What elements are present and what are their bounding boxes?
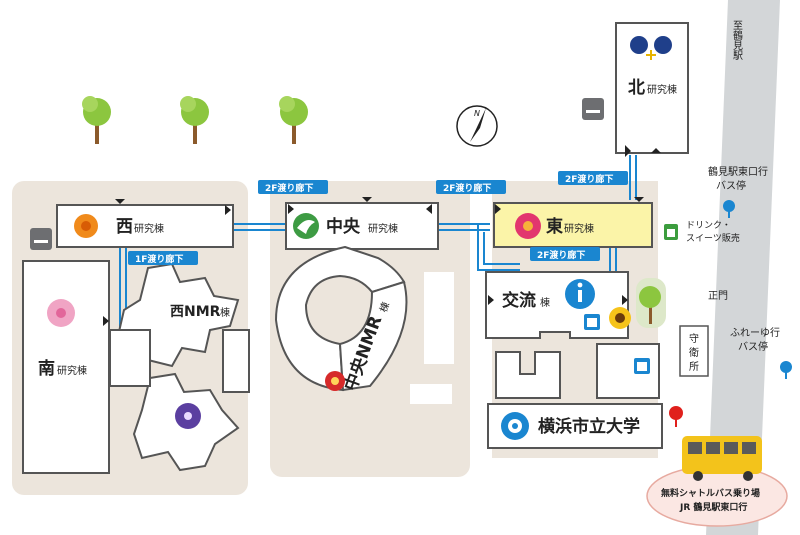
central-lot-1 bbox=[424, 272, 454, 364]
compass-icon: N bbox=[456, 105, 498, 147]
south-building bbox=[22, 260, 110, 474]
bridge-tag-2: 2F渡り廊下 bbox=[436, 180, 506, 194]
cherry-blossom-icon bbox=[47, 299, 75, 327]
svg-text:2F渡り廊下: 2F渡り廊下 bbox=[565, 173, 613, 185]
bridge-tag-5: 1F渡り廊下 bbox=[128, 251, 198, 265]
west-annex bbox=[222, 329, 250, 393]
bellflower-icon bbox=[175, 403, 201, 429]
east-lower-building bbox=[495, 351, 561, 399]
south-entrance-marks bbox=[103, 316, 109, 326]
guard-house bbox=[679, 325, 709, 377]
road bbox=[706, 0, 780, 535]
walkway-east-north bbox=[629, 155, 637, 200]
west-building-name: 西 bbox=[116, 217, 133, 237]
west-link bbox=[109, 329, 151, 387]
smoking-area-icon bbox=[30, 228, 52, 250]
east-building-name: 東 bbox=[546, 216, 563, 237]
smoking-area-icon bbox=[582, 98, 604, 120]
bus-stop-pin-icon bbox=[723, 200, 735, 218]
east-building-sub: 研究棟 bbox=[564, 222, 594, 235]
tree-icon bbox=[279, 96, 308, 144]
guard-label-3: 所 bbox=[689, 361, 699, 373]
bird-logo-icon bbox=[293, 213, 319, 239]
svg-text:1F渡り廊下: 1F渡り廊下 bbox=[135, 253, 183, 265]
bus-stop-pin-icon bbox=[780, 361, 792, 379]
guard-label-1: 守 bbox=[689, 332, 699, 345]
svg-text:2F渡り廊下: 2F渡り廊下 bbox=[443, 182, 491, 194]
tree-icon bbox=[82, 96, 111, 144]
tree-icon bbox=[180, 96, 209, 144]
central-lot-2 bbox=[410, 384, 452, 404]
university-logo-icon bbox=[501, 412, 529, 440]
south-building-sub: 研究棟 bbox=[57, 364, 87, 377]
shrimp-logo-icon bbox=[630, 36, 672, 60]
bus-fureyu-label-1: ふれーゆ行 bbox=[730, 326, 780, 339]
svg-text:2F渡り廊下: 2F渡り廊下 bbox=[265, 182, 313, 194]
sunflower-icon bbox=[609, 307, 631, 329]
tree-icon bbox=[639, 286, 661, 324]
bridge-tag-3: 2F渡り廊下 bbox=[558, 171, 628, 185]
north-building-sub: 研究棟 bbox=[647, 83, 677, 96]
bridge-tag-1: 2F渡り廊下 bbox=[258, 180, 328, 194]
shuttle-label-1: 無料シャトルバス乗り場 bbox=[661, 487, 760, 499]
central-building-name: 中央 bbox=[326, 216, 361, 237]
info-icon[interactable] bbox=[565, 279, 595, 309]
exchange-building-sub: 棟 bbox=[540, 296, 550, 309]
shop-icon-2 bbox=[634, 358, 650, 374]
shop-icon bbox=[584, 314, 600, 330]
walkway-east-exchange-left bbox=[477, 224, 520, 271]
drink-label-2: スイーツ販売 bbox=[686, 232, 740, 244]
bus-fureyu-label-2: バス停 bbox=[738, 340, 768, 353]
central-building-sub: 研究棟 bbox=[368, 222, 398, 235]
main-gate-label: 正門 bbox=[708, 290, 728, 302]
bus-tsurumi-label-1: 鶴見駅東口行 bbox=[708, 165, 768, 178]
to-station-label: 至鶴見駅 bbox=[731, 20, 743, 61]
shuttle-pin-icon bbox=[669, 406, 683, 427]
west-nmr-sub: 棟 bbox=[220, 306, 230, 319]
south-building-name: 南 bbox=[38, 358, 55, 379]
north-building-name: 北 bbox=[628, 78, 645, 98]
guard-label-2: 衛 bbox=[689, 346, 699, 359]
university-name: 横浜市立大学 bbox=[538, 416, 640, 437]
exchange-building-name: 交流 bbox=[502, 290, 536, 311]
drink-label-1: ドリンク・ bbox=[686, 220, 731, 231]
walkway-central-east bbox=[438, 223, 490, 231]
walkway-west-central bbox=[234, 223, 285, 231]
bus-tsurumi-label-2: バス停 bbox=[716, 179, 746, 192]
central-nmr-sub: 棟 bbox=[377, 300, 393, 314]
svg-text:N: N bbox=[474, 109, 480, 118]
bridge-tag-4: 2F渡り廊下 bbox=[530, 247, 600, 261]
west-building-sub: 研究棟 bbox=[134, 222, 164, 235]
walkway-east-exchange bbox=[609, 247, 617, 272]
svg-text:2F渡り廊下: 2F渡り廊下 bbox=[537, 249, 585, 261]
shuttle-label-2: JR 鶴見駅東口行 bbox=[679, 501, 747, 513]
drink-shop-icon bbox=[664, 224, 678, 240]
bus-icon bbox=[682, 436, 762, 481]
entrance-marks bbox=[625, 145, 661, 157]
west-nmr-name: 西NMR bbox=[170, 304, 221, 320]
central-nmr-wing bbox=[338, 280, 408, 392]
